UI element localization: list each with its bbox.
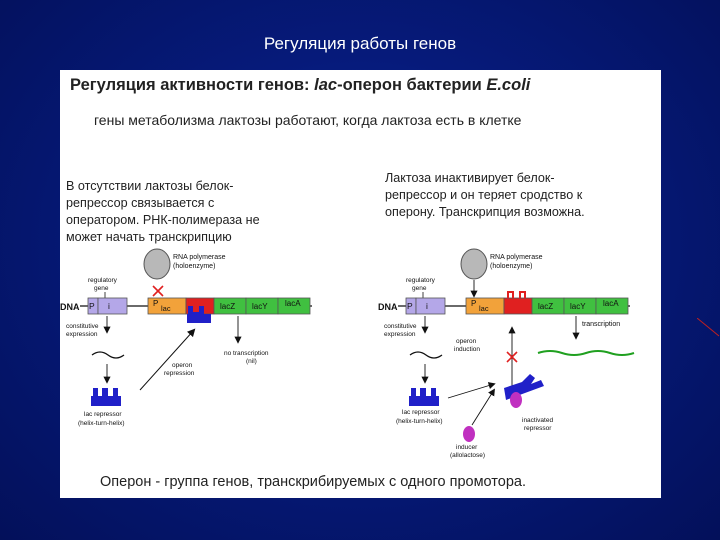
right-scheme: RNA polymerase (holoenzyme) regulatory g… xyxy=(378,248,635,459)
right-dna-label: DNA xyxy=(378,302,398,312)
lac-operon-diagram: RNA polymerase (holoenzyme) regulatory g… xyxy=(60,248,635,459)
left-repression-arrow xyxy=(139,328,196,391)
right-inactivated-1: inactivated xyxy=(522,417,553,424)
right-description: Лактоза инактивирует белок- репрессор и … xyxy=(385,171,585,219)
left-gene-i: i xyxy=(108,301,110,311)
right-lac-mrna xyxy=(537,350,635,356)
right-inducer-1: inducer xyxy=(456,444,478,451)
left-constitutive-1: constitutive xyxy=(66,323,99,330)
right-gene-p: P xyxy=(407,301,413,311)
panel-subtitle: гены метаболизма лактозы работают, когда… xyxy=(94,112,522,128)
right-laca: lacA xyxy=(603,299,619,308)
left-dna-label: DNA xyxy=(60,302,80,312)
right-laca-box xyxy=(595,297,629,315)
right-operon-induction-2: induction xyxy=(454,346,480,353)
left-lac-repressor-2: (helix-turn-helix) xyxy=(78,420,125,427)
rna-polymerase-right xyxy=(460,248,488,280)
left-block-x-icon xyxy=(152,285,164,297)
right-rna-pol-label-1: RNA polymerase xyxy=(490,254,543,261)
panel-title: Регуляция активности генов: lac-оперон б… xyxy=(70,76,530,95)
right-lac-repressor-1: lac repressor xyxy=(402,409,440,416)
left-laca: lacA xyxy=(285,299,301,308)
left-lac-repressor xyxy=(91,388,121,406)
left-laca-box xyxy=(277,297,311,315)
left-constitutive-2: expression xyxy=(66,331,98,338)
left-no-transcription-2: (nil) xyxy=(246,358,257,365)
left-lacy: lacY xyxy=(252,302,268,311)
right-gene-i-box xyxy=(415,297,446,315)
left-operon-repression-1: operon xyxy=(172,362,193,369)
panel-title-mid: -оперон бактерии xyxy=(337,76,487,94)
right-inactivated-repressor xyxy=(504,374,544,408)
right-transcription: transcription xyxy=(582,321,620,328)
right-lacz: lacZ xyxy=(538,302,553,311)
left-plac-sub: lac xyxy=(161,304,171,313)
panel-footer: Оперон - группа генов, транскрибируемых … xyxy=(100,474,526,490)
left-lac-repressor-1: lac repressor xyxy=(84,411,122,418)
left-reg-gene-label-1: regulatory xyxy=(88,277,118,284)
left-operon-repression-2: repression xyxy=(164,370,195,377)
right-operator-notches xyxy=(507,291,526,298)
slide-title: Регуляция работы генов xyxy=(263,34,457,53)
right-mrna xyxy=(409,351,443,359)
panel-title-lac: lac xyxy=(314,76,338,94)
left-rna-pol-label-2: (holoenzyme) xyxy=(173,263,215,270)
right-lacy: lacY xyxy=(570,302,586,311)
content-panel: Регуляция активности генов: lac-оперон б… xyxy=(60,70,661,498)
right-constitutive-2: expression xyxy=(384,331,416,338)
right-block-x-icon xyxy=(506,351,518,363)
left-reg-gene-label-2: gene xyxy=(94,285,109,292)
left-bound-repressor-top xyxy=(188,306,204,314)
panel-title-main: Регуляция активности генов: xyxy=(70,76,315,94)
left-no-transcription-1: no transcription xyxy=(224,350,269,357)
right-lac-repressor-2: (helix-turn-helix) xyxy=(396,418,443,425)
left-lacz: lacZ xyxy=(220,302,235,311)
left-description: В отсутствии лактозы белок- репрессор св… xyxy=(66,179,260,244)
right-constitutive-1: constitutive xyxy=(384,323,417,330)
right-lac-repressor xyxy=(409,388,439,406)
right-inducer-2: (allolactose) xyxy=(450,452,485,459)
left-bound-repressor xyxy=(187,314,211,323)
left-gene-p: P xyxy=(89,301,95,311)
right-rna-pol-label-2: (holoenzyme) xyxy=(490,263,532,270)
right-reg-gene-label-1: regulatory xyxy=(406,277,436,284)
left-plac-p: P xyxy=(153,299,158,308)
right-plac-p: P xyxy=(471,299,476,308)
left-gene-i-box xyxy=(97,297,128,315)
right-operator-box xyxy=(503,297,533,315)
left-rna-pol-label-1: RNA polymerase xyxy=(173,254,226,261)
right-reg-gene-label-2: gene xyxy=(412,285,427,292)
right-inducer xyxy=(463,426,475,442)
right-gene-i: i xyxy=(426,301,428,311)
left-mrna xyxy=(91,351,125,359)
right-inactivated-2: repressor xyxy=(524,425,552,432)
left-scheme: RNA polymerase (holoenzyme) regulatory g… xyxy=(60,248,312,427)
panel-title-organism: E.coli xyxy=(486,76,531,94)
rna-polymerase-left xyxy=(143,248,171,280)
right-plac-sub: lac xyxy=(479,304,489,313)
side-decoration-line xyxy=(697,318,720,337)
right-operon-induction-1: operon xyxy=(456,338,477,345)
